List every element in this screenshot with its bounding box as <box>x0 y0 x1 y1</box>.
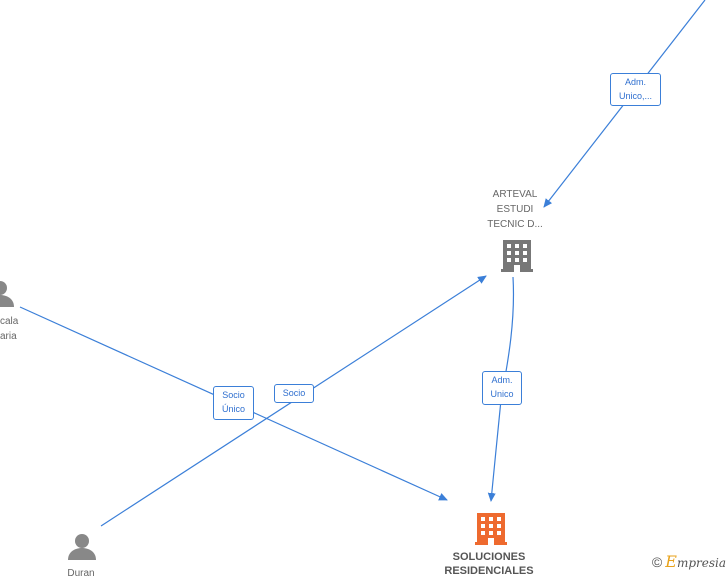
node-label-line: ESTUDI <box>496 204 534 215</box>
node-label-line: aria <box>0 331 17 342</box>
brand-name: mpresia <box>676 556 726 570</box>
edge-label-top-to-arteval[interactable]: Adm. Unico,... <box>610 73 661 106</box>
person-icon-left[interactable] <box>0 281 14 307</box>
edge-label-line: Adm. <box>491 375 513 385</box>
node-label-line: TECNIC D... <box>487 219 543 230</box>
node-label-person-left[interactable]: cala aria <box>0 314 18 344</box>
edge-label-line: Socio <box>222 390 245 400</box>
building-icon[interactable] <box>501 240 533 272</box>
edge-label-line: Unico <box>490 389 514 399</box>
edge-label-line: Adm. <box>624 77 646 87</box>
building-icon-main[interactable] <box>475 513 507 545</box>
node-label-line: SOLUCIONES <box>452 551 526 563</box>
node-label-person-bottom[interactable]: Duran <box>50 566 112 581</box>
brand-initial: E <box>665 552 677 571</box>
edge-label-person-bottom-to-arteval[interactable]: Socio <box>274 384 314 403</box>
edge-label-line: Unico,... <box>618 91 652 101</box>
node-label-line: ARTEVAL <box>492 189 538 200</box>
edge-label-person-left-to-soluciones[interactable]: Socio Único <box>213 386 254 420</box>
node-label-line: cala <box>0 316 19 327</box>
empresia-brand: ©Empresia <box>652 552 726 571</box>
node-label-line: Duran <box>67 568 95 579</box>
node-label-arteval[interactable]: ARTEVAL ESTUDI TECNIC D... <box>476 187 554 232</box>
node-label-soluciones[interactable]: SOLUCIONES RESIDENCIALES <box>430 550 548 578</box>
person-icon-bottom[interactable] <box>68 534 96 560</box>
edge-label-arteval-to-soluciones[interactable]: Adm. Unico <box>482 371 522 405</box>
edge-label-line: Socio <box>282 388 306 398</box>
edge-label-line: Único <box>221 404 245 414</box>
node-label-line: RESIDENCIALES <box>444 565 534 577</box>
copyright-icon: © <box>651 554 663 570</box>
